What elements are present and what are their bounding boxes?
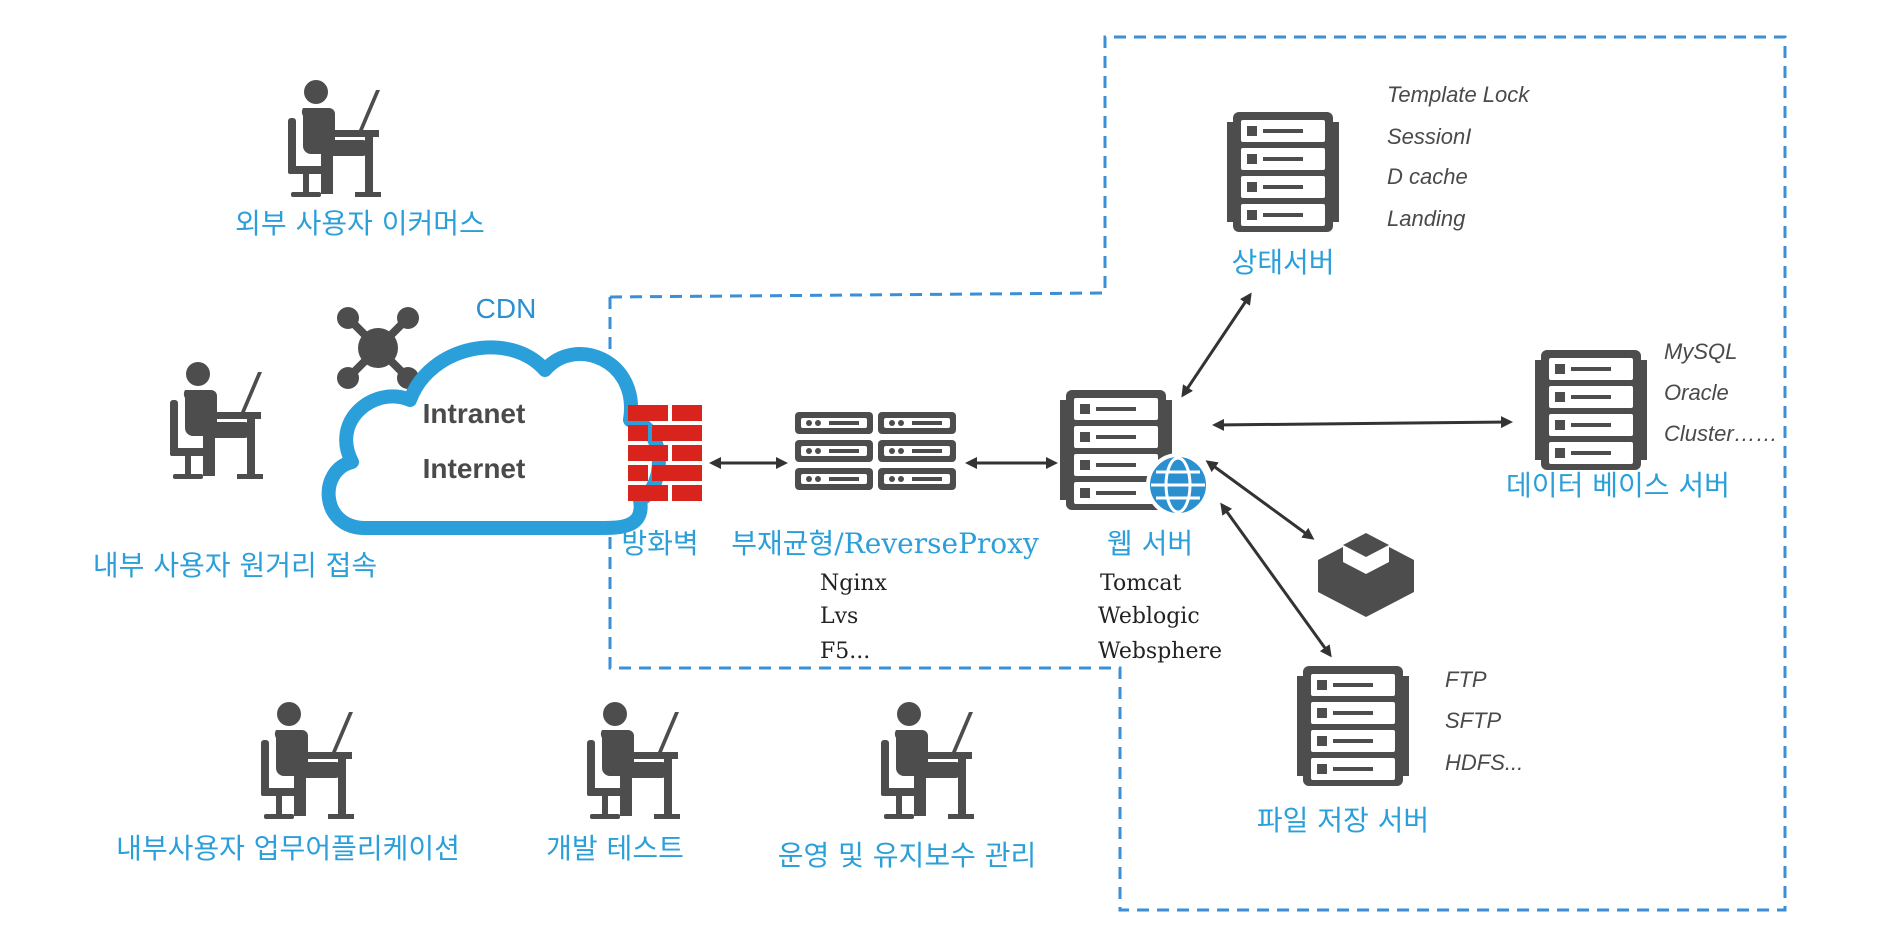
cloud-intranet-label: Intranet [423, 398, 526, 429]
network-hub-icon [337, 307, 419, 389]
user-dev-test-label: 개발 테스트 [546, 832, 684, 865]
user-internal-business-icon [261, 702, 354, 819]
firewall-brick-icon [628, 405, 702, 501]
firewall-label: 방화벽 [621, 527, 698, 560]
file-server-icon [1297, 666, 1409, 786]
load-balancer-label: 부재균형/ReverseProxy [731, 527, 1039, 560]
user-internal-remote-icon [170, 362, 263, 479]
web-server-item-websphere: Websphere [1098, 639, 1222, 664]
globe-icon [1146, 453, 1210, 517]
arrow-web-file [1220, 502, 1332, 658]
file-server-item-ftp: FTP [1445, 667, 1487, 692]
user-external-ecommerce-label: 외부 사용자 이커머스 [235, 207, 485, 240]
user-internal-business-label: 내부사용자 업무어플리케이션 [116, 832, 460, 865]
db-server-item-mysql: MySQL [1664, 339, 1737, 364]
load-balancer-item-f5: F5... [820, 639, 870, 664]
cloud-internet-label: Internet [423, 453, 526, 484]
web-server-label: 웹 서버 [1107, 527, 1193, 560]
user-dev-test-icon [587, 702, 680, 819]
user-ops-maintenance-icon [881, 702, 974, 819]
load-balancer-item-lvs: Lvs [820, 604, 858, 629]
state-server-item-template-lock: Template Lock [1387, 82, 1530, 107]
arrow-web-db [1212, 416, 1513, 431]
user-ops-maintenance-label: 운영 및 유지보수 관리 [778, 839, 1037, 872]
cloud-icon [321, 340, 666, 535]
storage-box-icon [1318, 528, 1414, 617]
state-server-item-landing: Landing [1387, 206, 1466, 231]
file-server-item-hdfs: HDFS... [1445, 750, 1523, 775]
user-external-ecommerce-icon [288, 80, 381, 197]
db-server-label: 데이터 베이스 서버 [1506, 469, 1730, 502]
arrow-web-storage [1205, 460, 1315, 540]
db-server-icon [1535, 350, 1647, 470]
arrow-web-state [1181, 292, 1252, 398]
state-server-item-session: SessionI [1387, 124, 1471, 149]
state-server-label: 상태서버 [1231, 246, 1334, 279]
db-server-item-cluster: Cluster…… [1664, 421, 1778, 446]
load-balancer-icon [795, 412, 956, 490]
state-server-item-dcache: D cache [1387, 164, 1468, 189]
file-server-label: 파일 저장 서버 [1257, 804, 1429, 837]
state-server-icon [1227, 112, 1339, 232]
file-server-item-sftp: SFTP [1445, 708, 1502, 733]
connection-arrows [709, 292, 1513, 658]
cdn-label: CDN [476, 293, 537, 324]
db-server-item-oracle: Oracle [1664, 380, 1729, 405]
load-balancer-item-nginx: Nginx [820, 571, 888, 596]
internal-zone-border [608, 35, 1787, 912]
web-server-item-tomcat: Tomcat [1100, 571, 1182, 596]
web-server-item-weblogic: Weblogic [1098, 604, 1200, 629]
user-internal-remote-label: 내부 사용자 원거리 접속 [93, 549, 377, 582]
